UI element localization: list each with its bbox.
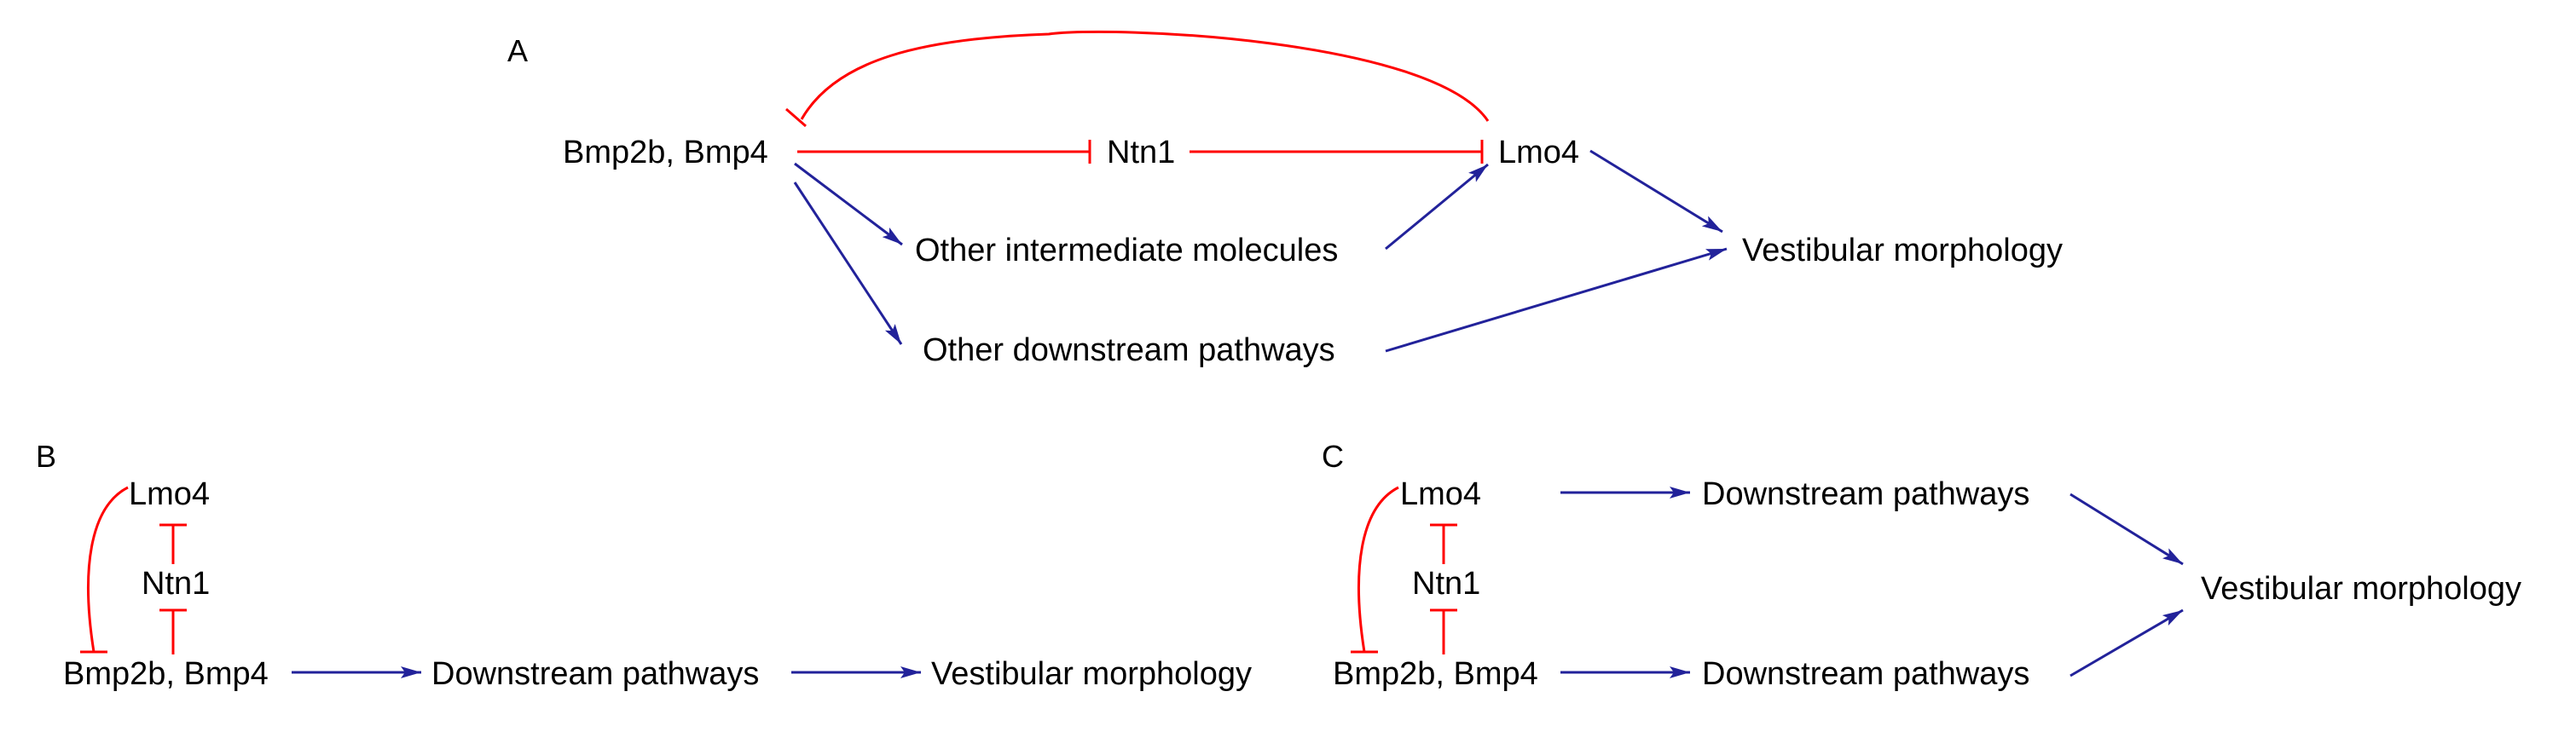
edge-a-intermediate-activates-lmo4 <box>1385 163 1489 251</box>
edge-a-downstream-activates-vestibular <box>1385 247 1728 353</box>
node-b-ntn1: Ntn1 <box>142 566 210 602</box>
panel-label-c: C <box>1322 439 1344 474</box>
edge-b-lmo4-inhibits-bmp <box>80 486 129 654</box>
node-b-bmp: Bmp2b, Bmp4 <box>63 656 269 692</box>
edge-a-lmo4-activates-vestibular <box>1589 149 1723 233</box>
node-a-ntn1: Ntn1 <box>1107 135 1175 170</box>
node-b-vestibular: Vestibular morphology <box>931 656 1252 692</box>
node-c-bmp: Bmp2b, Bmp4 <box>1333 656 1538 692</box>
node-a-other-intermediate: Other intermediate molecules <box>915 233 1338 268</box>
edge-b-bmp-inhibits-ntn1 <box>159 608 187 654</box>
edge-c-bmp-inhibits-ntn1 <box>1430 608 1457 654</box>
panel-label-a: A <box>507 33 528 68</box>
node-c-lmo4: Lmo4 <box>1400 476 1481 512</box>
node-c-downstream-bottom: Downstream pathways <box>1702 656 2029 692</box>
node-a-other-downstream: Other downstream pathways <box>923 332 1335 368</box>
panel-label-b: B <box>36 439 56 474</box>
edge-a-bmp-activates-downstream <box>793 182 903 345</box>
node-a-bmp: Bmp2b, Bmp4 <box>563 135 768 170</box>
edge-c-downstream-top-activates-vestibular <box>2069 493 2184 566</box>
node-a-lmo4: Lmo4 <box>1498 135 1579 170</box>
node-c-downstream-top: Downstream pathways <box>1702 476 2029 512</box>
edge-c-downstream-bottom-activates-vestibular <box>2069 608 2184 677</box>
edge-c-lmo4-inhibits-bmp <box>1351 486 1399 654</box>
node-b-lmo4: Lmo4 <box>129 476 210 512</box>
edge-a-bmp-inhibits-ntn1 <box>797 140 1091 164</box>
node-a-vestibular: Vestibular morphology <box>1742 233 2063 268</box>
edge-a-lmo4-inhibits-bmp <box>785 30 1490 128</box>
node-b-downstream: Downstream pathways <box>431 656 759 692</box>
edge-c-ntn1-inhibits-lmo4 <box>1430 523 1457 564</box>
node-c-ntn1: Ntn1 <box>1412 566 1480 602</box>
edge-b-ntn1-inhibits-lmo4 <box>159 523 187 564</box>
edge-a-bmp-activates-intermediate <box>794 162 903 246</box>
edge-a-ntn1-inhibits-lmo4 <box>1190 140 1484 164</box>
node-c-vestibular: Vestibular morphology <box>2201 571 2521 607</box>
